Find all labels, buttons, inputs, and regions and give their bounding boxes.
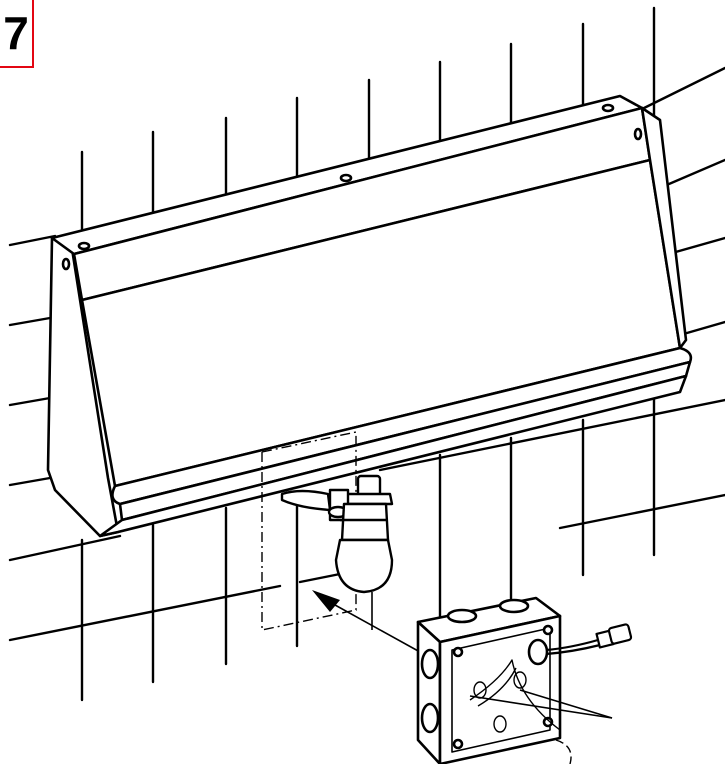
siphon-trap-icon [280,474,394,630]
step-badge: 7 [0,0,34,68]
junction-box-icon [416,596,562,764]
arrow-icon [312,590,421,653]
cable-plug-icon [545,623,633,764]
step-number: 7 [3,7,29,59]
callout-lines [469,689,613,719]
urinal-trough-icon [46,94,693,538]
cutout-outline [261,431,357,631]
